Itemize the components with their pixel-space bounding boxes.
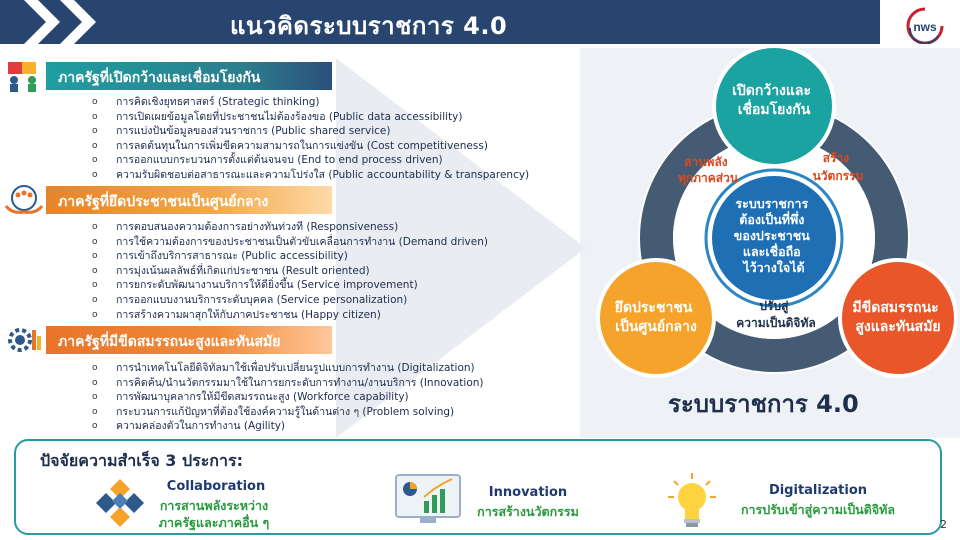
section-2-list: การตอบสนองความต้องการอย่างทันท่วงที (Res…: [92, 220, 488, 322]
right-circle-text: มีขีดสมรรถนะ: [852, 300, 938, 316]
section-open-connected: ภาครัฐที่เปิดกว้างและเชื่อมโยงกัน: [0, 58, 334, 92]
top-circle: [712, 48, 836, 168]
svg-text:สานพลัง ทุกภาคส่วน: สานพลัง ทุกภาคส่วน: [678, 155, 739, 186]
left-circle-text: เป็นศูนย์กลาง: [615, 317, 697, 335]
header: แนวคิดระบบราชการ 4.0 nws: [0, 0, 960, 46]
list-item: การสร้างความผาสุกให้กับภาคประชาชน (Happy…: [92, 308, 488, 323]
ring-label-collaborate: ทุกภาคส่วน: [678, 171, 739, 186]
factor-title-innovation: Innovation: [488, 485, 568, 500]
list-item: การพัฒนาบุคลากรให้มีขีดสมรรถนะสูง (Workf…: [92, 390, 484, 405]
list-item: กระบวนการแก้ปัญหาที่ต้องใช้องค์ความรู้ใน…: [92, 405, 484, 420]
opdc-logo-icon: nws: [906, 7, 944, 44]
list-item: การออกแบบกระบวนการตั้งแต่ต้นจนจบ (End to…: [92, 153, 529, 168]
factor-title-collaboration: Collaboration: [166, 479, 266, 494]
factor-desc-innovation: การสร้างนวัตกรรม: [458, 503, 598, 520]
svg-text:ปรับสู่ ความเป็นดิจิทัล: ปรับสู่ ความเป็นดิจิทัล: [736, 299, 815, 330]
list-item: การแบ่งปันข้อมูลของส่วนราชการ (Public sh…: [92, 124, 529, 139]
svg-text:มีขีดสมรรถนะ สูงและทันสมัย: มีขีดสมรรถนะ สูงและทันสมัย: [852, 300, 943, 335]
section-high-performance: ภาครัฐที่มีขีดสมรรถนะสูงและทันสมัย: [0, 322, 334, 356]
factor-title-digitalization: Digitalization: [768, 483, 868, 498]
center-text: ระบบราชการ: [735, 196, 808, 211]
puzzle-people-icon: [8, 62, 36, 92]
factor-desc-line: การปรับเข้าสู่ความเป็นดิจิทัล: [740, 502, 896, 517]
innovation-monitor-chart-icon: [395, 474, 461, 523]
list-item: การเข้าถึงบริการสาธารณะ (Public accessib…: [92, 249, 488, 264]
section-heading: ภาครัฐที่ยึดประชาชนเป็นศูนย์กลาง: [46, 186, 332, 214]
ring-label-innovation: สร้าง: [823, 151, 850, 165]
ring-label-collaborate: สานพลัง: [684, 155, 728, 169]
center-text: และเชื่อถือ: [743, 243, 801, 259]
section-citizen-centric: ภาครัฐที่ยึดประชาชนเป็นศูนย์กลาง: [0, 182, 334, 216]
section-heading: ภาครัฐที่มีขีดสมรรถนะสูงและทันสมัย: [46, 326, 332, 354]
svg-text:เปิดกว้างและ เชื่อมโยงกัน: เปิดกว้างและ เชื่อมโยงกัน: [732, 83, 816, 118]
ring-label-digital: ปรับสู่: [759, 299, 789, 314]
list-item: การนำเทคโนโลยีดิจิทัลมาใช้เพื่อปรับเปลี่…: [92, 361, 484, 376]
chevron-icon: [60, 0, 96, 44]
diagram-caption: ระบบราชการ 4.0: [668, 390, 859, 418]
list-item: ความคล่องตัวในการทำงาน (Agility): [92, 419, 484, 434]
factor-desc-collaboration: การสานพลังระหว่าง ภาครัฐและภาคอื่น ๆ: [134, 497, 294, 531]
factor-desc-line: การสร้างนวัตกรรม: [477, 504, 579, 519]
chevron-icon: [24, 0, 60, 44]
left-circle: [596, 258, 716, 378]
left-circle-text: ยึดประชาชน: [614, 299, 693, 316]
list-item: ความรับผิดชอบต่อสาธารณะและความโปร่งใส (P…: [92, 168, 529, 183]
list-item: การมุ่งเน้นผลลัพธ์ที่เกิดแก่ประชาชน (Res…: [92, 264, 488, 279]
svg-text:nws: nws: [913, 20, 937, 34]
top-circle-text: เชื่อมโยงกัน: [738, 99, 811, 118]
thai-government-4-diagram: ระบบราชการ ต้องเป็นที่พึ่ง ของประชาชน แล…: [596, 48, 958, 378]
lightbulb-icon: [668, 473, 716, 527]
factors-title: ปัจจัยความสำเร็จ 3 ประการ:: [40, 451, 243, 470]
center-text: ไว้วางใจได้: [741, 260, 804, 275]
list-item: การคิดค้น/นำนวัตกรรมมาใช้ในการยกระดับการ…: [92, 376, 484, 391]
section-3-list: การนำเทคโนโลยีดิจิทัลมาใช้เพื่อปรับเปลี่…: [92, 361, 484, 434]
right-circle: [838, 258, 958, 378]
svg-text:สร้าง นวัตกรรม: สร้าง นวัตกรรม: [813, 151, 864, 183]
page-title: แนวคิดระบบราชการ 4.0: [230, 12, 508, 40]
list-item: การลดต้นทุนในการเพิ่มขีดความสามารถในการแ…: [92, 139, 529, 154]
list-item: การตอบสนองความต้องการอย่างทันท่วงที (Res…: [92, 220, 488, 235]
svg-text:ระบบราชการ ต้องเป็นที่พึ่ง: ระบบราชการ ต้องเป็นที่พึ่ง ของประชาชน แล…: [734, 196, 814, 275]
factor-desc-line: การสานพลังระหว่าง: [159, 498, 269, 513]
list-item: การคิดเชิงยุทธศาสตร์ (Strategic thinking…: [92, 95, 529, 110]
top-circle-text: เปิดกว้างและ: [732, 83, 811, 99]
list-item: การเปิดเผยข้อมูลโดยที่ประชาชนไม่ต้องร้อง…: [92, 110, 529, 125]
ring-label-innovation: นวัตกรรม: [813, 169, 864, 183]
list-item: การออกแบบงานบริการระดับบุคคล (Service pe…: [92, 293, 488, 308]
right-circle-text: สูงและทันสมัย: [855, 319, 940, 335]
center-text: ของประชาชน: [734, 228, 811, 243]
hands-people-icon: [4, 185, 44, 214]
gear-brain-icon: [8, 328, 41, 352]
factor-desc-digitalization: การปรับเข้าสู่ความเป็นดิจิทัล: [722, 501, 914, 518]
section-1-list: การคิดเชิงยุทธศาสตร์ (Strategic thinking…: [92, 95, 529, 183]
list-item: การยกระดับพัฒนางานบริการให้ดียิ่งขึ้น (S…: [92, 278, 488, 293]
factor-desc-line: ภาครัฐและภาคอื่น ๆ: [158, 515, 270, 530]
svg-text:ยึดประชาชน เป็นศูนย์กลาง: ยึดประชาชน เป็นศูนย์กลาง: [614, 299, 697, 335]
section-heading: ภาครัฐที่เปิดกว้างและเชื่อมโยงกัน: [46, 62, 332, 90]
ring-label-digital: ความเป็นดิจิทัล: [736, 315, 815, 330]
success-factors-box: ปัจจัยความสำเร็จ 3 ประการ: Collaboration…: [14, 439, 942, 535]
center-text: ต้องเป็นที่พึ่ง: [739, 211, 804, 227]
title-bar: [0, 0, 880, 44]
collaboration-cubes-icon: [96, 479, 144, 527]
page-number: 2: [940, 518, 947, 531]
list-item: การใช้ความต้องการของประชาชนเป็นตัวขับเคล…: [92, 235, 488, 250]
